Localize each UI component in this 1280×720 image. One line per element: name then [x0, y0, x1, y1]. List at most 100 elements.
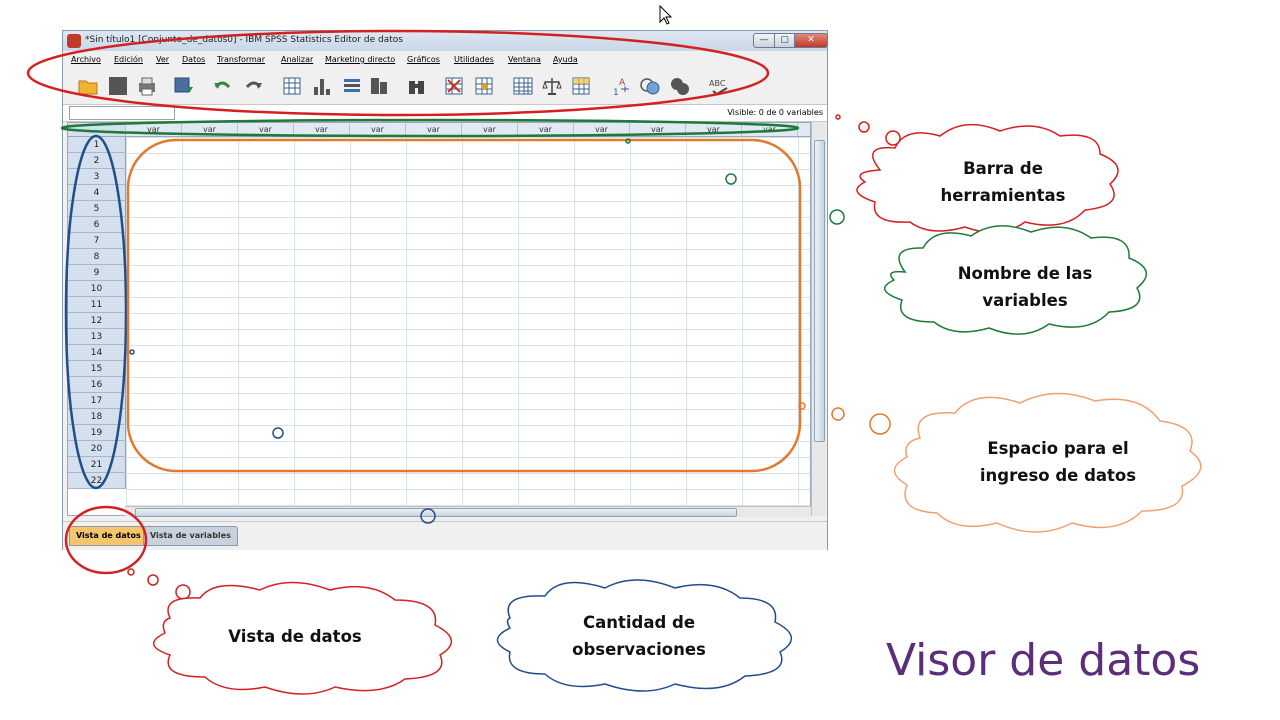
menu-utilidades[interactable]: Utilidades: [454, 55, 494, 64]
column-header[interactable]: var: [182, 123, 238, 136]
cloud-line: Nombre de las: [957, 264, 1093, 283]
column-header[interactable]: var: [630, 123, 686, 136]
column-header[interactable]: var: [294, 123, 350, 136]
visible-variables-count: Visible: 0 de 0 variables: [727, 108, 823, 117]
show-all-variables-icon[interactable]: [669, 75, 691, 97]
row-number[interactable]: 2: [68, 153, 126, 169]
cloud-varnames-text: Nombre de las variables: [938, 260, 1112, 314]
vertical-scroll-thumb[interactable]: [814, 140, 825, 442]
column-header[interactable]: var: [406, 123, 462, 136]
menu-analizar[interactable]: Analizar: [281, 55, 314, 64]
tab-vista-de-variables[interactable]: Vista de variables: [143, 526, 238, 546]
cloud-line: Vista de datos: [228, 627, 362, 646]
menu-transformar[interactable]: Transformar: [217, 55, 265, 64]
row-number[interactable]: 14: [68, 345, 126, 361]
horizontal-scroll-thumb[interactable]: [135, 508, 737, 517]
row-number[interactable]: 18: [68, 409, 126, 425]
column-header[interactable]: var: [742, 123, 798, 136]
use-sets-icon[interactable]: [639, 75, 661, 97]
row-number[interactable]: 13: [68, 329, 126, 345]
row-number[interactable]: 15: [68, 361, 126, 377]
column-header[interactable]: var: [574, 123, 630, 136]
column-header[interactable]: var: [350, 123, 406, 136]
horizontal-scrollbar[interactable]: [125, 506, 811, 517]
row-number[interactable]: 5: [68, 201, 126, 217]
row-number[interactable]: 9: [68, 265, 126, 281]
row-number[interactable]: 4: [68, 185, 126, 201]
row-number[interactable]: 10: [68, 281, 126, 297]
save-icon[interactable]: [107, 75, 129, 97]
variable-header-row: var var var var var var var var var var …: [68, 123, 810, 137]
goto-variable-icon[interactable]: [311, 75, 333, 97]
open-folder-icon[interactable]: [77, 75, 99, 97]
cloud-line: ingreso de datos: [979, 466, 1137, 485]
minimize-button[interactable]: —: [753, 33, 775, 48]
menu-ver[interactable]: Ver: [156, 55, 170, 64]
row-number[interactable]: 1: [68, 137, 126, 153]
menu-archivo[interactable]: Archivo: [71, 55, 101, 64]
svg-text:1: 1: [613, 88, 619, 97]
row-number[interactable]: 6: [68, 217, 126, 233]
data-grid[interactable]: var var var var var var var var var var …: [67, 122, 811, 516]
insert-variable-icon[interactable]: [473, 75, 495, 97]
undo-icon[interactable]: [211, 75, 233, 97]
run-descriptives-icon[interactable]: [368, 75, 390, 97]
window-title: *Sin título1 [Conjunto_de_datos0] - IBM …: [85, 35, 403, 45]
data-cells[interactable]: [126, 137, 810, 515]
cloud-line: Barra de: [963, 159, 1043, 178]
row-number[interactable]: 8: [68, 249, 126, 265]
column-header[interactable]: var: [686, 123, 742, 136]
column-header[interactable]: var: [126, 123, 182, 136]
cloud-line: Espacio para el: [987, 439, 1129, 458]
spell-check-icon[interactable]: ABC: [709, 75, 731, 97]
weight-cases-icon[interactable]: [541, 75, 563, 97]
print-icon[interactable]: [136, 75, 158, 97]
row-number[interactable]: 21: [68, 457, 126, 473]
cloud-dataentry-text: Espacio para el ingreso de datos: [958, 435, 1158, 489]
menu-ventana[interactable]: Ventana: [508, 55, 541, 64]
row-number[interactable]: 7: [68, 233, 126, 249]
corner-cell[interactable]: [68, 123, 126, 136]
select-cases-icon[interactable]: [570, 75, 592, 97]
goto-case-icon[interactable]: [281, 75, 303, 97]
row-number[interactable]: 19: [68, 425, 126, 441]
redo-icon[interactable]: [243, 75, 265, 97]
cloud-dataview-text: Vista de datos: [200, 623, 390, 650]
vertical-scrollbar[interactable]: [811, 122, 826, 516]
column-header[interactable]: var: [238, 123, 294, 136]
row-number[interactable]: 3: [68, 169, 126, 185]
row-number[interactable]: 17: [68, 393, 126, 409]
menu-ayuda[interactable]: Ayuda: [553, 55, 578, 64]
row-number[interactable]: 12: [68, 313, 126, 329]
cloud-line: variables: [982, 291, 1068, 310]
view-tabs: Vista de datos Vista de variables: [63, 521, 827, 550]
menu-graficos[interactable]: Gráficos: [407, 55, 440, 64]
app-icon: [67, 34, 81, 48]
variables-icon[interactable]: [341, 75, 363, 97]
row-number[interactable]: 22: [68, 473, 126, 489]
row-number[interactable]: 20: [68, 441, 126, 457]
split-file-icon[interactable]: [512, 75, 534, 97]
cell-reference-box[interactable]: [69, 106, 175, 120]
tab-vista-de-datos[interactable]: Vista de datos: [69, 526, 148, 546]
find-icon[interactable]: [406, 75, 428, 97]
cloud-line: observaciones: [572, 640, 706, 659]
svg-text:ABC: ABC: [709, 79, 726, 88]
menu-datos[interactable]: Datos: [182, 55, 206, 64]
cloud-toolbar-text: Barra de herramientas: [916, 155, 1090, 209]
column-header[interactable]: var: [462, 123, 518, 136]
menu-edicion[interactable]: Edición: [114, 55, 143, 64]
row-number[interactable]: 16: [68, 377, 126, 393]
maximize-button[interactable]: ▢: [774, 33, 795, 48]
mouse-cursor-icon: [659, 4, 673, 25]
close-button[interactable]: ✕: [794, 33, 828, 48]
insert-cases-icon[interactable]: [443, 75, 465, 97]
menu-bar: Archivo Edición Ver Datos Transformar An…: [63, 52, 827, 68]
dialog-recall-icon[interactable]: [173, 75, 195, 97]
row-number[interactable]: 11: [68, 297, 126, 313]
slide-title: Visor de datos: [886, 635, 1201, 686]
menu-marketing-directo[interactable]: Marketing directo: [325, 55, 396, 64]
column-header[interactable]: var: [518, 123, 574, 136]
